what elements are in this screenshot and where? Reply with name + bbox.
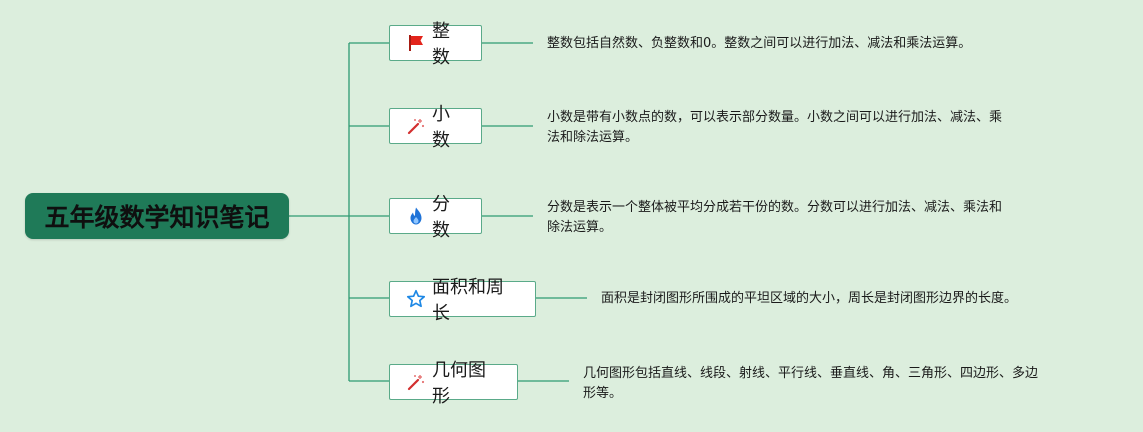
branch-label: 分数 [432,194,450,241]
branch-description-decimals: 小数是带有小数点的数，可以表示部分数量。小数之间可以进行加法、减法、乘 法和除法… [547,110,1003,145]
branch-description-area-perimeter: 面积是封闭图形所围成的平坦区域的大小，周长是封闭图形边界的长度。 [601,291,1018,306]
flame-icon [406,206,426,226]
magic-wand-icon [406,116,426,136]
branch-label: 整数 [432,21,450,68]
branch-node-area-perimeter[interactable]: 面积和周长 [389,277,536,324]
magic-wand-icon [406,372,426,392]
branch-node-integers[interactable]: 整数 [389,21,482,68]
star-outline-icon [406,289,426,309]
branch-label: 小数 [432,104,450,151]
branch-node-fractions[interactable]: 分数 [389,194,482,241]
branch-node-decimals[interactable]: 小数 [389,104,482,151]
branch-description-fractions: 分数是表示一个整体被平均分成若干份的数。分数可以进行加法、减法、乘法和 除法运算… [547,200,1003,235]
branch-label: 面积和周长 [432,277,504,324]
branch-label: 几何图形 [432,360,486,407]
root-node[interactable]: 五年级数学知识笔记 [25,193,289,239]
red-flag-icon [406,33,426,53]
root-title: 五年级数学知识笔记 [44,203,270,232]
branch-description-integers: 整数包括自然数、负整数和0。整数之间可以进行加法、减法和乘法运算。 [547,36,972,51]
branch-description-geometry: 几何图形包括直线、线段、射线、平行线、垂直线、角、三角形、四边形、多边 形等。 [583,366,1039,401]
branch-node-geometry[interactable]: 几何图形 [389,360,518,407]
